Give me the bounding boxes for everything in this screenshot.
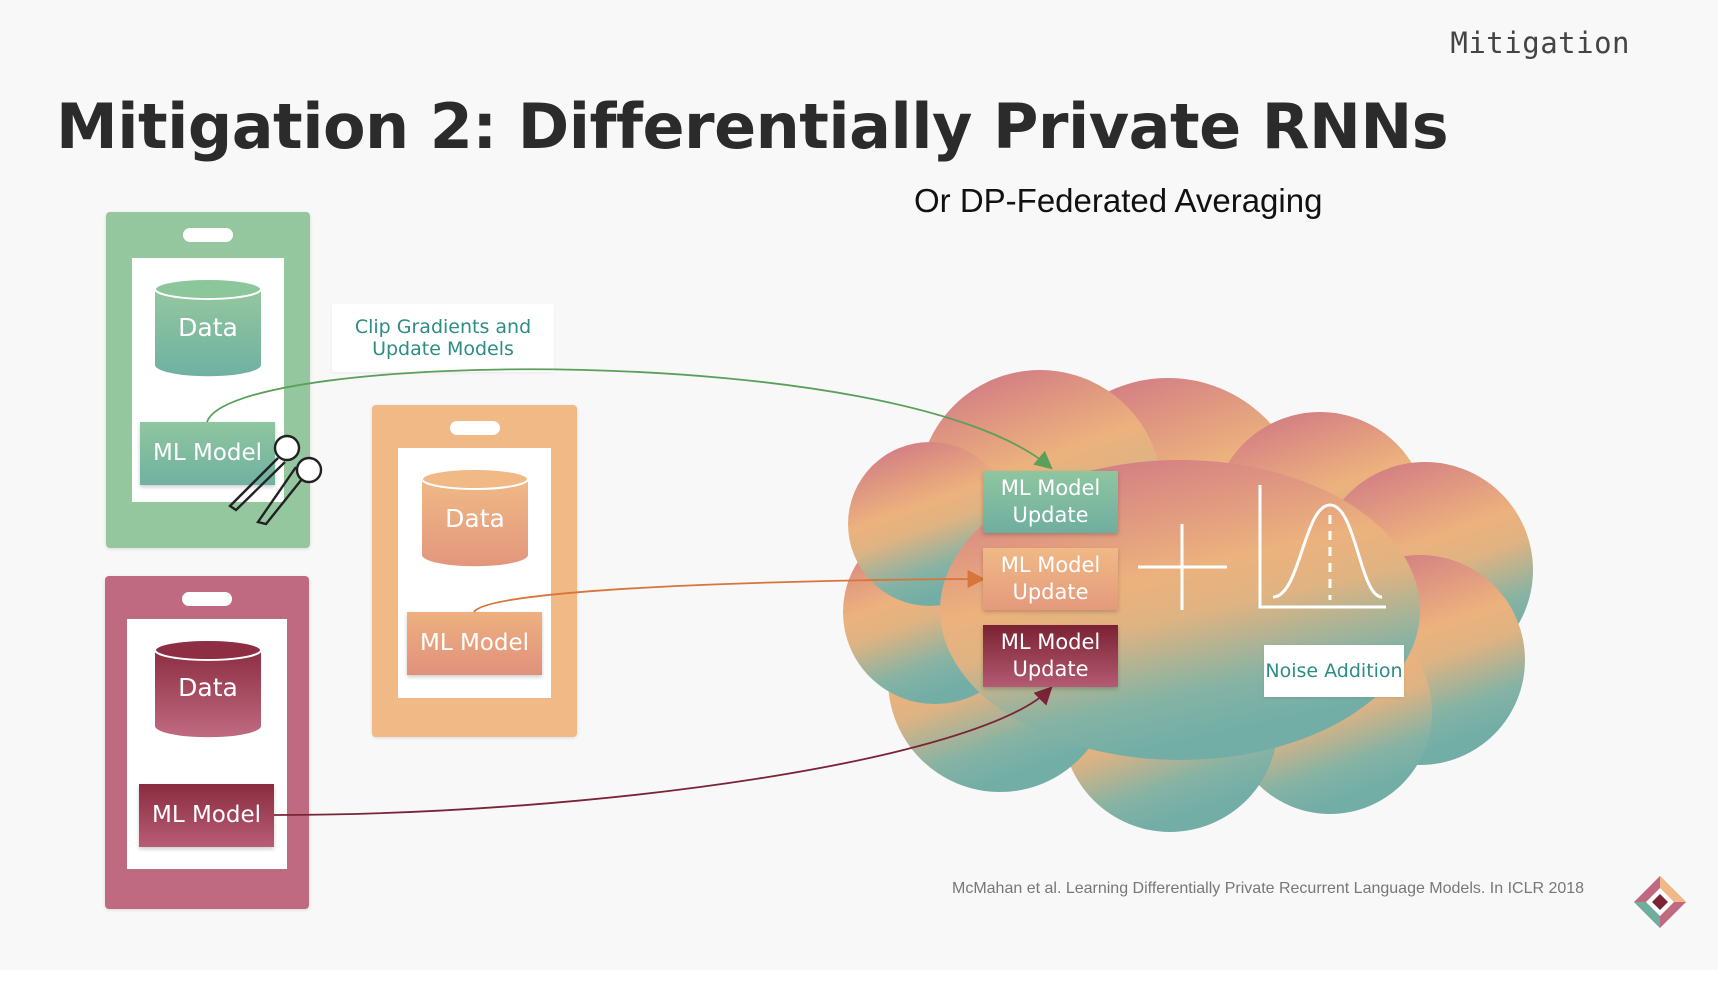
database-label: Data <box>178 673 238 702</box>
logo-icon <box>1634 876 1686 928</box>
ml-model-box-orange: ML Model <box>407 612 542 675</box>
update-box-green: ML Model Update <box>983 471 1118 533</box>
ml-model-box-red: ML Model <box>139 784 274 847</box>
section-tag: Mitigation <box>1450 26 1630 60</box>
gaussian-distribution-icon <box>1258 485 1386 609</box>
update-box-orange: ML Model Update <box>983 548 1118 610</box>
database-red: Data <box>154 639 262 738</box>
page-title: Mitigation 2: Differentially Private RNN… <box>56 90 1449 163</box>
phone-notch <box>183 228 233 242</box>
page-subtitle: Or DP-Federated Averaging <box>914 182 1323 219</box>
arrow-orange <box>473 570 986 613</box>
plus-icon <box>1138 524 1227 610</box>
scissors-icon <box>228 434 323 526</box>
arrow-green <box>206 368 1053 470</box>
update-box-red: ML Model Update <box>983 625 1118 687</box>
database-green: Data <box>154 278 262 377</box>
ml-model-box-green: ML Model <box>140 422 275 485</box>
phone-notch <box>449 421 500 435</box>
phone-notch <box>182 592 232 606</box>
clip-gradients-label: Clip Gradients and Update Models <box>332 304 554 372</box>
database-label: Data <box>178 313 238 342</box>
database-label: Data <box>445 504 505 533</box>
database-orange: Data <box>421 468 529 567</box>
flow-arrows <box>206 368 1053 816</box>
slide: Mitigation Mitigation 2: Differentially … <box>56 26 1686 928</box>
noise-addition-label: Noise Addition <box>1264 645 1404 697</box>
arrow-red <box>273 686 1053 816</box>
citation: McMahan et al. Learning Differentially P… <box>952 880 1585 897</box>
